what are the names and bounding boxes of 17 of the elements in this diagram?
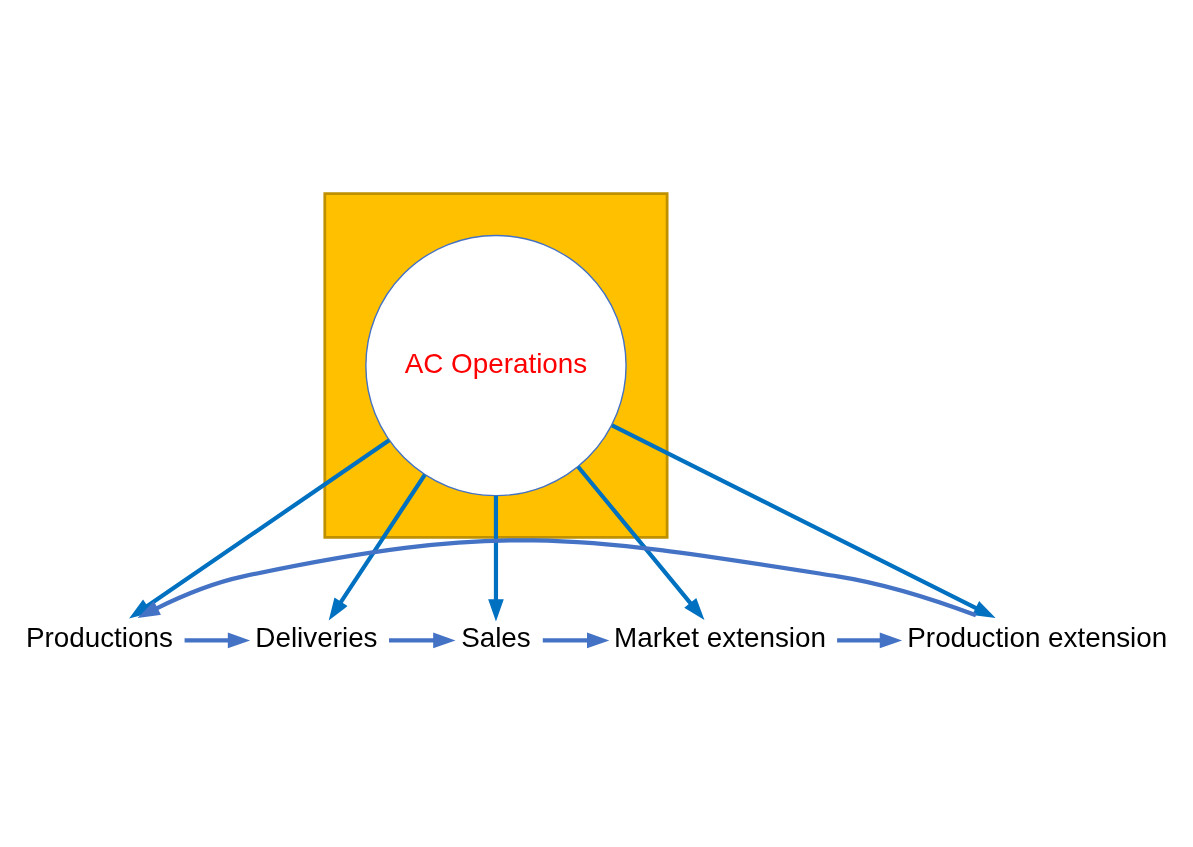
arrow	[328, 473, 427, 620]
arrow	[137, 537, 977, 618]
arrow	[611, 422, 996, 618]
arrow	[542, 632, 610, 648]
cluster	[323, 191, 669, 539]
arrow	[129, 438, 391, 619]
node-text: Sales	[461, 621, 531, 653]
arrow	[837, 632, 903, 648]
arrow	[389, 632, 456, 648]
node-text: Market extension	[614, 621, 826, 653]
arrow	[576, 464, 705, 620]
arrow	[184, 632, 251, 648]
node-text: Productions	[25, 621, 173, 653]
node-text: Production extension	[907, 621, 1168, 653]
node-text: Deliveries	[255, 621, 378, 653]
node-circle: AC Operations	[365, 234, 627, 496]
arrow	[488, 495, 504, 622]
